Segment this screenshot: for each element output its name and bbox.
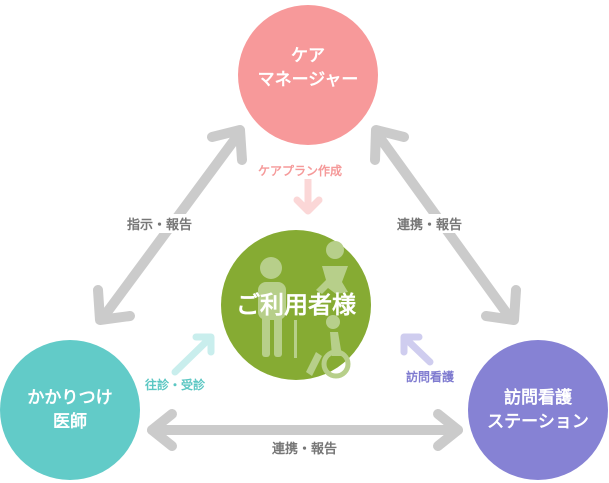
nursing-label-1: 訪問看護 — [504, 388, 572, 408]
doctor-circle — [0, 340, 140, 480]
nursing-label-2: ステーション — [487, 412, 589, 432]
care-manager-node: ケア マネージャー — [238, 44, 378, 92]
arrow-doctor-nursing — [147, 409, 463, 451]
arrow-doctor-user — [171, 333, 215, 376]
edge-label-doctor-care: 指示・報告 — [125, 214, 195, 233]
care-manager-label-1: ケア — [291, 46, 325, 66]
care-manager-circle — [238, 5, 378, 145]
doctor-node: かかりつけ 医師 — [0, 386, 140, 434]
user-label: ご利用者様 — [236, 291, 356, 319]
edge-label-care-user: ケアプラン作成 — [256, 162, 345, 179]
nursing-circle — [468, 340, 608, 480]
people-pictogram-icon — [258, 241, 351, 379]
doctor-label-1: かかりつけ — [27, 388, 113, 408]
edge-label-doctor-user: 往診・受診 — [143, 376, 208, 393]
doctor-label-2: 医師 — [53, 412, 87, 432]
edge-label-nursing-user: 訪問看護 — [404, 368, 457, 385]
care-manager-label-2: マネージャー — [257, 70, 359, 90]
arrow-care-user — [293, 174, 323, 215]
edge-label-care-nursing: 連携・報告 — [395, 214, 465, 233]
nursing-node: 訪問看護 ステーション — [468, 386, 608, 434]
arrow-nursing-user — [400, 333, 434, 366]
edge-label-doctor-nursing: 連携・報告 — [270, 438, 340, 457]
